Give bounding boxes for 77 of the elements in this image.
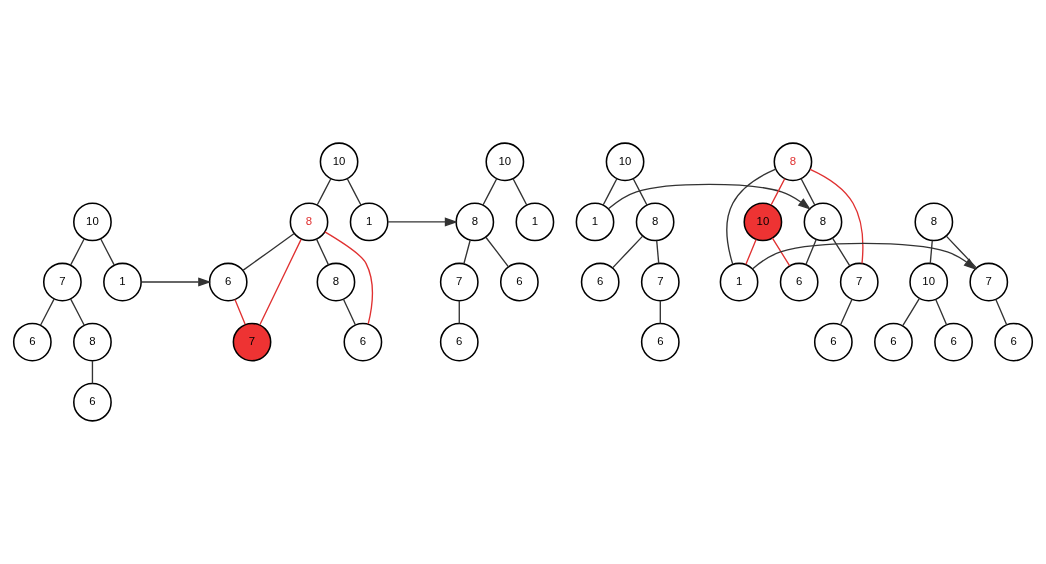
node-circle: 6	[874, 322, 913, 362]
connector	[809, 168, 864, 264]
connector	[485, 236, 510, 268]
connector	[69, 238, 85, 266]
connector	[91, 360, 94, 385]
node-circle: 10	[605, 142, 645, 182]
node-circle: 7	[232, 322, 272, 362]
connector	[929, 240, 933, 265]
connector	[458, 300, 460, 325]
node-circle: 7	[969, 262, 1009, 302]
node-circle: 7	[42, 262, 82, 302]
node-circle: 1	[575, 202, 615, 242]
connector	[995, 298, 1008, 326]
node-circle: 6	[580, 262, 620, 302]
connector	[69, 298, 85, 326]
connector	[805, 238, 817, 265]
arrow	[608, 183, 811, 210]
node-circle: 6	[813, 322, 853, 362]
connector	[726, 168, 777, 265]
connector	[745, 238, 757, 265]
arrow	[140, 277, 212, 287]
node-circle: 6	[499, 262, 539, 302]
connector	[99, 238, 115, 266]
node-circle: 6	[640, 322, 680, 362]
connector	[324, 231, 373, 325]
node-circle: 8	[455, 202, 495, 242]
node-circle: 6	[343, 322, 383, 362]
node-circle: 8	[289, 202, 329, 242]
connector	[512, 178, 528, 206]
node-circle: 6	[12, 322, 52, 362]
node-circle: 10	[73, 202, 112, 242]
node-circle: 1	[719, 262, 759, 302]
connector	[463, 239, 471, 265]
node-circle: 6	[779, 262, 819, 302]
connector	[831, 237, 851, 267]
node-circle: 8	[316, 262, 356, 302]
node-circle: 6	[439, 322, 479, 362]
connector	[611, 235, 644, 269]
node-circle: 10	[909, 262, 949, 302]
node-circle: 6	[934, 322, 973, 362]
arrow	[387, 217, 458, 227]
connector	[902, 297, 921, 327]
connector	[602, 178, 618, 206]
connector	[482, 178, 498, 206]
node-circle: 10	[743, 202, 783, 242]
connector	[346, 178, 362, 206]
node-circle: 1	[103, 262, 142, 302]
node-circle: 6	[994, 322, 1034, 362]
connector	[316, 178, 332, 206]
connector	[771, 237, 791, 267]
node-circle: 6	[208, 262, 248, 302]
connector	[770, 178, 786, 206]
connector	[39, 298, 55, 326]
node-circle: 1	[349, 202, 389, 242]
connector	[659, 300, 661, 325]
node-circle: 10	[485, 142, 525, 182]
node-circle: 10	[319, 142, 359, 182]
node-circle: 8	[635, 202, 675, 242]
connector	[234, 298, 246, 326]
connector	[935, 298, 948, 326]
connector	[632, 178, 648, 206]
node-circle: 8	[73, 322, 112, 362]
connector	[840, 298, 853, 326]
connector	[342, 298, 357, 326]
node-circle: 7	[839, 262, 879, 302]
node-circle: 7	[439, 262, 479, 302]
connector	[259, 238, 302, 326]
node-circle: 8	[773, 142, 813, 182]
connector	[656, 240, 660, 265]
node-circle: 8	[914, 202, 954, 242]
connector	[242, 232, 295, 272]
node-circle: 1	[515, 202, 555, 242]
node-circle: 7	[640, 262, 680, 302]
connector	[800, 178, 816, 206]
node-circle: 8	[803, 202, 843, 242]
connector	[315, 238, 330, 266]
node-circle: 6	[73, 382, 112, 422]
